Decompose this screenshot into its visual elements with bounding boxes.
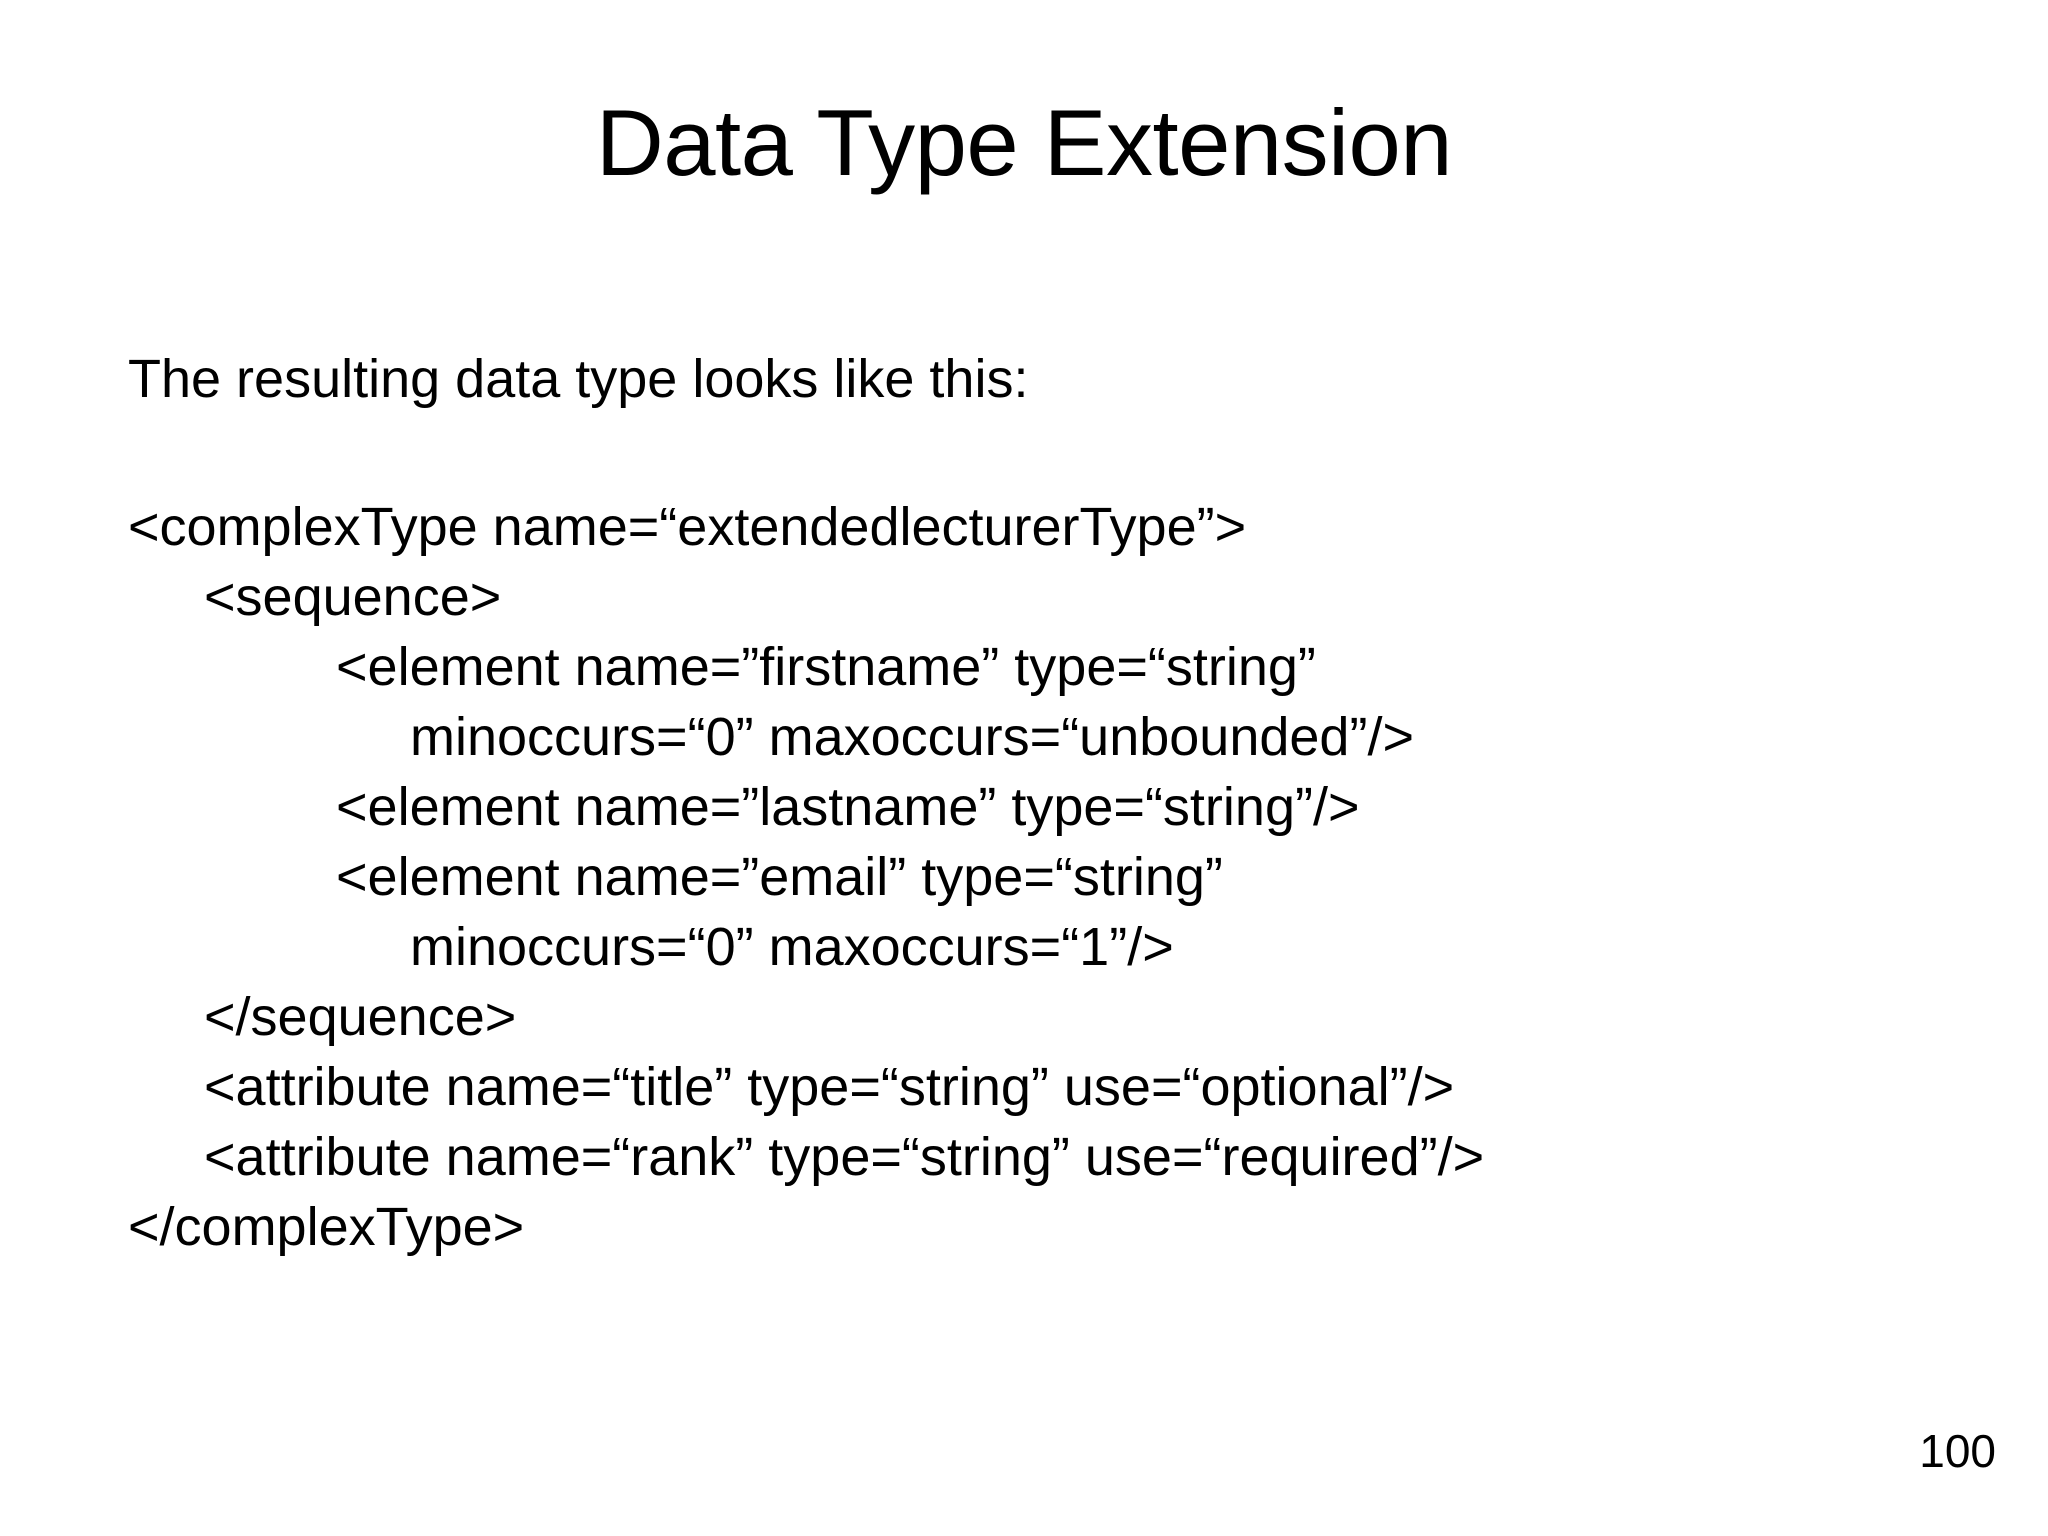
code-line: <element name=”firstname” type=“string” [336, 637, 1316, 697]
code-line: <attribute name=“title” type=“string” us… [204, 1057, 1455, 1117]
code-block: <complexType name=“extendedlecturerType”… [128, 492, 1948, 1262]
code-line: <attribute name=“rank” type=“string” use… [204, 1127, 1485, 1187]
code-line: <element name=”lastname” type=“string”/> [336, 777, 1360, 837]
code-line: <sequence> [204, 567, 502, 627]
code-line: </complexType> [128, 1197, 525, 1257]
code-line: <complexType name=“extendedlecturerType”… [128, 497, 1247, 557]
code-line: minoccurs=“0” maxoccurs=“unbounded”/> [410, 707, 1414, 767]
code-line: </sequence> [204, 987, 517, 1047]
code-line: minoccurs=“0” maxoccurs=“1”/> [410, 917, 1174, 977]
slide-body: The resulting data type looks like this:… [128, 352, 1948, 1262]
page-number: 100 [1919, 1425, 1996, 1477]
code-line: <element name=”email” type=“string” [336, 847, 1223, 907]
intro-text: The resulting data type looks like this: [128, 349, 1029, 409]
page-title: Data Type Extension [595, 90, 1453, 195]
